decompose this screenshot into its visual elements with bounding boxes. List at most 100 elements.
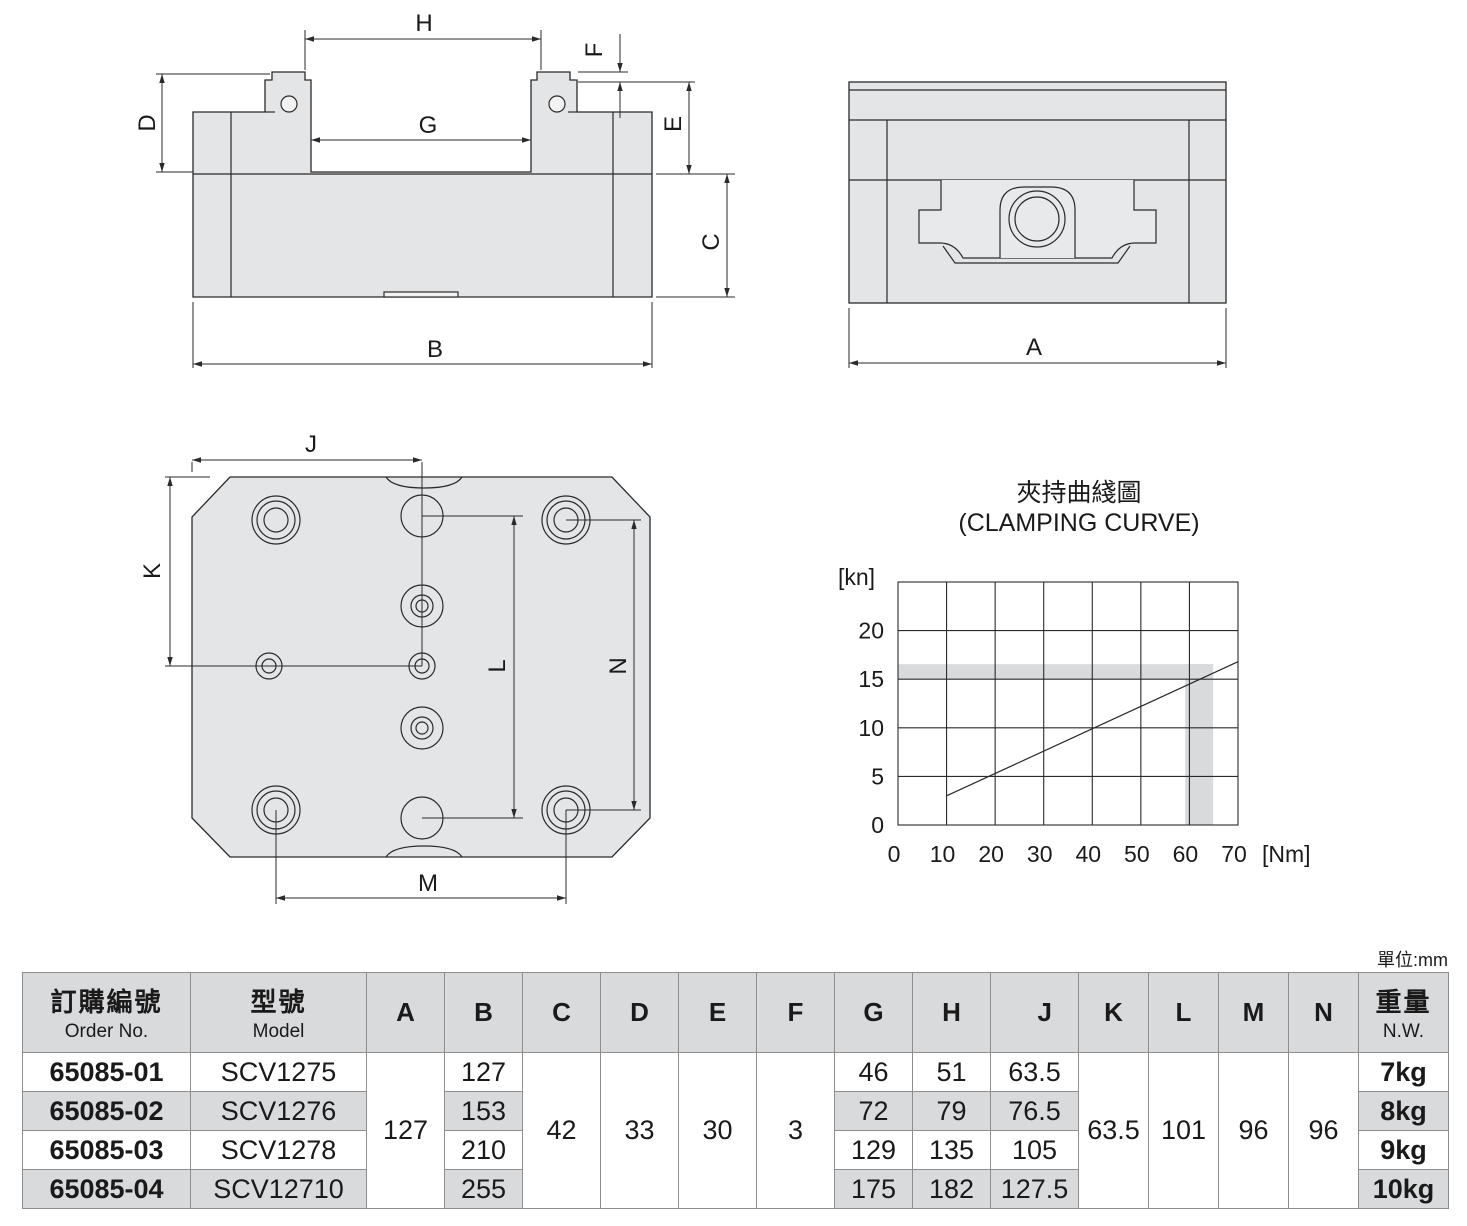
- technical-drawings: H G D F E C B A: [134, 10, 1311, 904]
- cell-order-no: 65085-03: [22, 1130, 191, 1170]
- y-tick-label: 20: [858, 618, 884, 644]
- chart-title-en: (CLAMPING CURVE): [958, 509, 1199, 537]
- header-n: N: [1288, 972, 1359, 1053]
- cell-k: 63.5: [1078, 1052, 1149, 1209]
- y-axis-unit: [kn]: [838, 564, 875, 590]
- cell-b: 127: [444, 1052, 523, 1092]
- header-a: A: [366, 972, 445, 1053]
- dim-label-a: A: [1026, 334, 1042, 361]
- x-tick-label: 40: [1075, 841, 1101, 867]
- x-tick-label: 20: [978, 841, 1004, 867]
- header-j: J: [990, 972, 1079, 1053]
- cell-h: 79: [912, 1091, 991, 1131]
- cell-model: SCV1278: [190, 1130, 367, 1170]
- dim-label-k: K: [139, 563, 166, 579]
- cell-order-no: 65085-04: [22, 1169, 191, 1209]
- x-tick-label: 10: [930, 841, 956, 867]
- header-m: M: [1218, 972, 1289, 1053]
- cell-c: 42: [522, 1052, 601, 1209]
- header-c: C: [522, 972, 601, 1053]
- header-g: G: [834, 972, 913, 1053]
- x-axis-unit: [Nm]: [1262, 841, 1311, 867]
- dim-label-m: M: [418, 870, 438, 897]
- highlight-band-horizontal: [898, 664, 1214, 680]
- cell-g: 129: [834, 1130, 913, 1170]
- cell-order-no: 65085-01: [22, 1052, 191, 1092]
- cell-f: 3: [756, 1052, 835, 1209]
- cell-d: 33: [600, 1052, 679, 1209]
- header-f: F: [756, 972, 835, 1053]
- cell-nw: 9kg: [1358, 1130, 1449, 1170]
- dim-label-d: D: [134, 114, 161, 131]
- dim-label-g: G: [419, 112, 438, 139]
- cell-nw: 10kg: [1358, 1169, 1449, 1209]
- cell-order-no: 65085-02: [22, 1091, 191, 1131]
- cell-j: 63.5: [990, 1052, 1079, 1092]
- table-row: 65085-01 SCV1275 127 127 42 33 30 3 46 5…: [22, 1052, 1449, 1209]
- cell-b: 210: [444, 1130, 523, 1170]
- unit-label: 單位:mm: [1377, 950, 1448, 970]
- cell-e: 30: [678, 1052, 757, 1209]
- chart-x-ticks: 0 10 20 30 40 50 60 70: [888, 841, 1247, 867]
- chart-highlight-bands: [898, 664, 1214, 825]
- cell-g: 72: [834, 1091, 913, 1131]
- cell-b: 153: [444, 1091, 523, 1131]
- dim-label-n: N: [605, 657, 632, 674]
- header-e: E: [678, 972, 757, 1053]
- cell-g: 46: [834, 1052, 913, 1092]
- cell-a: 127: [366, 1052, 445, 1209]
- cell-model: SCV12710: [190, 1169, 367, 1209]
- clamping-force-line: [946, 661, 1239, 797]
- plot-frame: [897, 581, 1239, 826]
- front-view: H G D F E C B: [134, 10, 735, 368]
- dim-label-b: B: [427, 336, 443, 363]
- cell-j: 127.5: [990, 1169, 1079, 1209]
- x-tick-label: 30: [1027, 841, 1053, 867]
- x-tick-label: 0: [888, 841, 901, 867]
- chart-title-zh: 夾持曲綫圖: [1016, 479, 1141, 507]
- y-tick-label: 5: [871, 763, 884, 789]
- chart-series: [946, 661, 1239, 797]
- dim-label-h: H: [415, 10, 432, 37]
- cell-b: 255: [444, 1169, 523, 1209]
- cell-n: 96: [1288, 1052, 1359, 1209]
- dim-label-e: E: [660, 116, 687, 132]
- cell-model: SCV1275: [190, 1052, 367, 1092]
- clamping-curve-chart: 夾持曲綫圖 (CLAMPING CURVE) [kn] [Nm] 0 5 10 15 2…: [838, 479, 1311, 867]
- x-tick-label: 70: [1221, 841, 1247, 867]
- table-row: 65085-03 SCV1278 210 129 135 105 9kg: [22, 1130, 1449, 1170]
- cell-h: 182: [912, 1169, 991, 1209]
- table-row: 65085-04 SCV12710 255 175 182 127.5 10kg: [22, 1169, 1449, 1209]
- cell-j: 105: [990, 1130, 1079, 1170]
- table-row: 65085-02 SCV1276 153 72 79 76.5 8kg: [22, 1091, 1449, 1131]
- cell-l: 101: [1148, 1052, 1219, 1209]
- chart-grid: [897, 581, 1239, 826]
- cell-m: 96: [1218, 1052, 1289, 1209]
- chart-y-ticks: 0 5 10 15 20: [858, 618, 884, 838]
- dim-label-j: J: [305, 431, 317, 458]
- cell-j: 76.5: [990, 1091, 1079, 1131]
- dim-label-f: F: [581, 43, 608, 58]
- header-b: B: [444, 972, 523, 1053]
- cell-nw: 7kg: [1358, 1052, 1449, 1092]
- cell-nw: 8kg: [1358, 1091, 1449, 1131]
- x-tick-label: 60: [1173, 841, 1199, 867]
- cell-h: 135: [912, 1130, 991, 1170]
- x-tick-label: 50: [1124, 841, 1150, 867]
- side-view: A: [848, 81, 1227, 368]
- top-view: J K L N M: [139, 431, 651, 904]
- cell-g: 175: [834, 1169, 913, 1209]
- dim-label-c: C: [698, 233, 725, 250]
- y-tick-label: 10: [858, 715, 884, 741]
- header-l: L: [1148, 972, 1219, 1053]
- cell-model: SCV1276: [190, 1091, 367, 1131]
- y-tick-label: 0: [871, 812, 884, 838]
- y-tick-label: 15: [858, 666, 884, 692]
- cell-h: 51: [912, 1052, 991, 1092]
- header-k: K: [1078, 972, 1149, 1053]
